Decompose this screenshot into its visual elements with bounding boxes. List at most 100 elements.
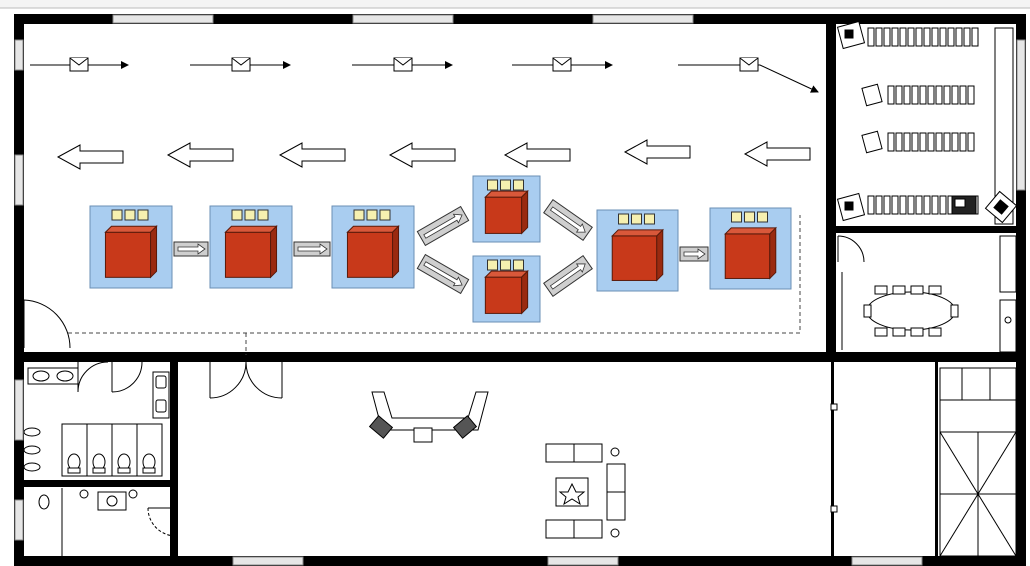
toilet-icon [38,494,50,510]
status-indicator [487,179,498,191]
product-box-side [769,226,777,280]
shelf-bin [883,27,891,47]
product-box-top [484,270,529,278]
shelf-bin [931,195,939,215]
shelf-bin [903,132,911,152]
machine-icon [836,20,866,50]
left-arrow-icon [388,142,456,168]
plant-icon [558,482,586,506]
cart-icon [861,83,883,107]
product-box-top [611,229,664,237]
shelf-bin [951,85,959,105]
left-arrow-icon [623,139,691,165]
conveyor-arrow-icon [297,243,328,255]
status-indicator [353,209,365,221]
product-box-icon [724,233,771,279]
reception-area [209,361,838,556]
shelf-bin [911,85,919,105]
envelope-icon [739,57,759,72]
shelf-bin [971,27,979,47]
status-indicator [644,213,655,225]
shelf-bin [867,27,875,47]
urinal-icon [23,462,41,472]
windows [14,14,1026,566]
computer-icon [368,415,394,439]
conveyor-belt [416,205,470,247]
sink-icon [155,399,167,413]
status-indicator [124,209,136,221]
envelope-icon [69,57,89,72]
chair-icon [910,327,924,337]
workstation [472,255,541,323]
shelf-bin [955,27,963,47]
shelf-bin [967,132,975,152]
shelf-bin [915,195,923,215]
conveyor-belt [293,241,331,257]
sink-icon [32,370,50,382]
conveyor-arrow-icon [423,261,463,287]
shelf-bin [923,27,931,47]
meeting-room [837,235,1017,353]
conveyors [173,198,709,298]
shelf-bin [895,85,903,105]
product-box-icon [484,196,523,234]
chair-icon [950,304,959,318]
status-indicator [137,209,149,221]
shelf-bin [887,132,895,152]
product-box-icon [104,231,152,278]
storage-room [836,20,1018,225]
chair-icon [910,285,924,295]
conveyor-belt [416,253,470,295]
status-indicator [379,209,391,221]
shelf-bin [903,85,911,105]
left-arrow-icon [166,142,234,168]
material-flow-arrows [30,61,819,93]
shelf-bin [927,132,935,152]
shelf-bin [923,195,931,215]
status-indicator [500,259,511,271]
chair-icon [984,190,1018,224]
machine-icon [836,192,866,222]
shelf-bin [935,85,943,105]
product-box-icon [346,231,394,278]
shelf-bin [943,85,951,105]
envelope-icon [552,57,572,72]
workstation [709,207,792,290]
shelf-bin [963,27,971,47]
status-indicator [231,209,243,221]
status-indicator [257,209,269,221]
product-box-side [521,269,529,315]
product-box-top [484,190,529,198]
urinal-icon [23,427,41,437]
conveyor-arrow-icon [177,243,206,255]
chair-icon [863,304,872,318]
sink-icon [56,370,74,382]
status-indicator [513,179,524,191]
shelf-bin [959,85,967,105]
product-box-icon [484,276,523,314]
shelf-bin [931,27,939,47]
left-arrow-icon [503,142,571,168]
shelf-bin [939,27,947,47]
status-indicator [111,209,123,221]
sink-icon [155,375,167,389]
shelf-bin [867,195,875,215]
exterior-walls [14,14,1026,566]
conveyor-belt [679,246,709,262]
left-arrow-icon [56,144,124,170]
envelope-icon [231,57,251,72]
dashed-walkway [68,215,801,355]
workstation [472,175,541,243]
status-indicator [618,213,629,225]
cart-icon [861,130,883,154]
hall-door [23,299,71,349]
status-indicator [757,211,768,223]
shelf-bin [943,132,951,152]
chair-icon [874,285,888,295]
status-indicator [631,213,642,225]
status-indicator [513,259,524,271]
conveyor-arrow-icon [549,263,586,290]
shelf-bin [919,85,927,105]
chair-icon [874,327,888,337]
